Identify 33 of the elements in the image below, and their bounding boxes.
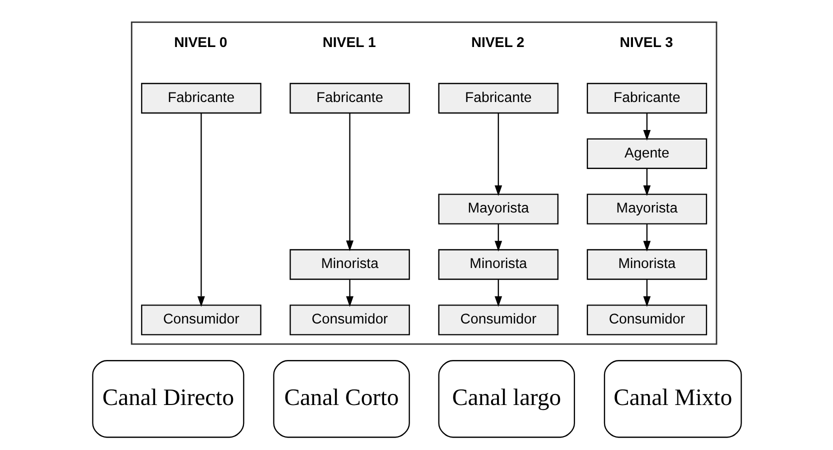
node-box: Fabricante [289,82,410,114]
node-box: Consumidor [438,304,558,336]
arrow [642,224,650,252]
node-box: Mayorista [586,194,707,224]
arrow [642,280,650,307]
node-box: Agente [586,138,707,169]
node-box: Minorista [289,249,410,280]
arrow [196,113,204,307]
label: NIVEL 2 [470,34,524,50]
node-box: Minorista [586,249,707,280]
node-box: Canal largo [438,360,575,438]
node-box: Consumidor [586,304,707,336]
arrow [642,113,650,141]
arrow [642,168,650,196]
arrow [494,224,502,252]
node-box: Canal Corto [272,360,410,438]
node-box: Mayorista [438,194,558,224]
node-box: Consumidor [140,304,261,336]
node-box: Fabricante [438,82,558,114]
node-box: Minorista [438,249,558,280]
arrow [346,280,353,307]
label: NIVEL 3 [619,34,673,50]
label: NIVEL 1 [322,34,376,50]
cluster [130,21,717,345]
label: NIVEL 0 [174,34,227,50]
node-box: Consumidor [289,304,410,336]
node-box: Canal Mixto [603,360,742,438]
arrow [346,113,353,252]
arrow [494,113,502,196]
node-box: Canal Directo [92,360,244,438]
arrow [494,280,502,307]
node-box: Fabricante [586,82,707,114]
node-box: Fabricante [140,82,261,114]
